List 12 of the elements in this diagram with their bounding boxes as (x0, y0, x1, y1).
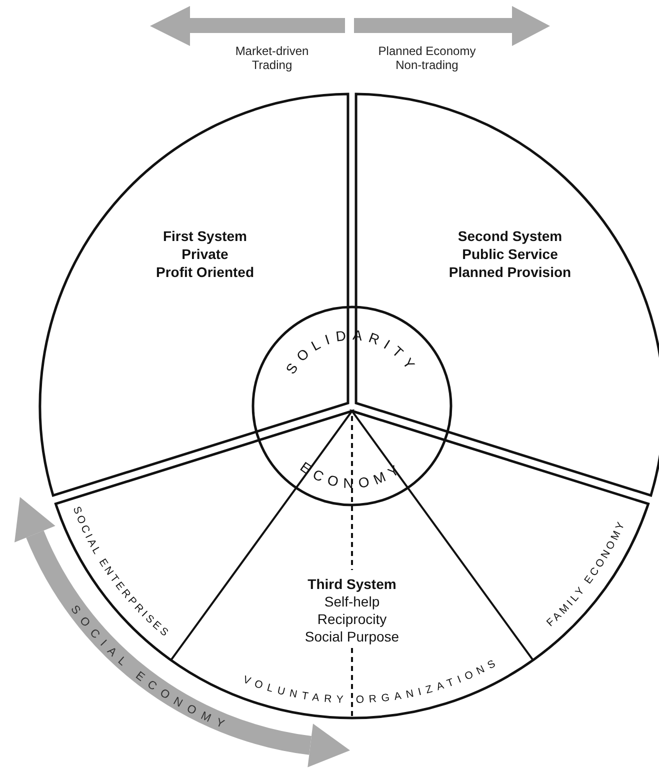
sector-text: Private (182, 246, 228, 262)
sector-text: Self-help (324, 594, 380, 610)
sector-text: Social Purpose (304, 628, 400, 644)
sector-text: Reciprocity (317, 611, 387, 627)
sector-text: Planned Provision (448, 264, 572, 280)
arrow-label: Planned Economy Non-trading (377, 44, 477, 72)
sector-heading: First System (162, 228, 248, 244)
sector-text: Public Service (462, 246, 558, 262)
sector-heading: Second System (458, 228, 562, 244)
sector-text: Profit Oriented (156, 264, 254, 280)
sector-heading: Third System (308, 576, 396, 592)
arrow-label: Market-driven Trading (234, 44, 310, 72)
